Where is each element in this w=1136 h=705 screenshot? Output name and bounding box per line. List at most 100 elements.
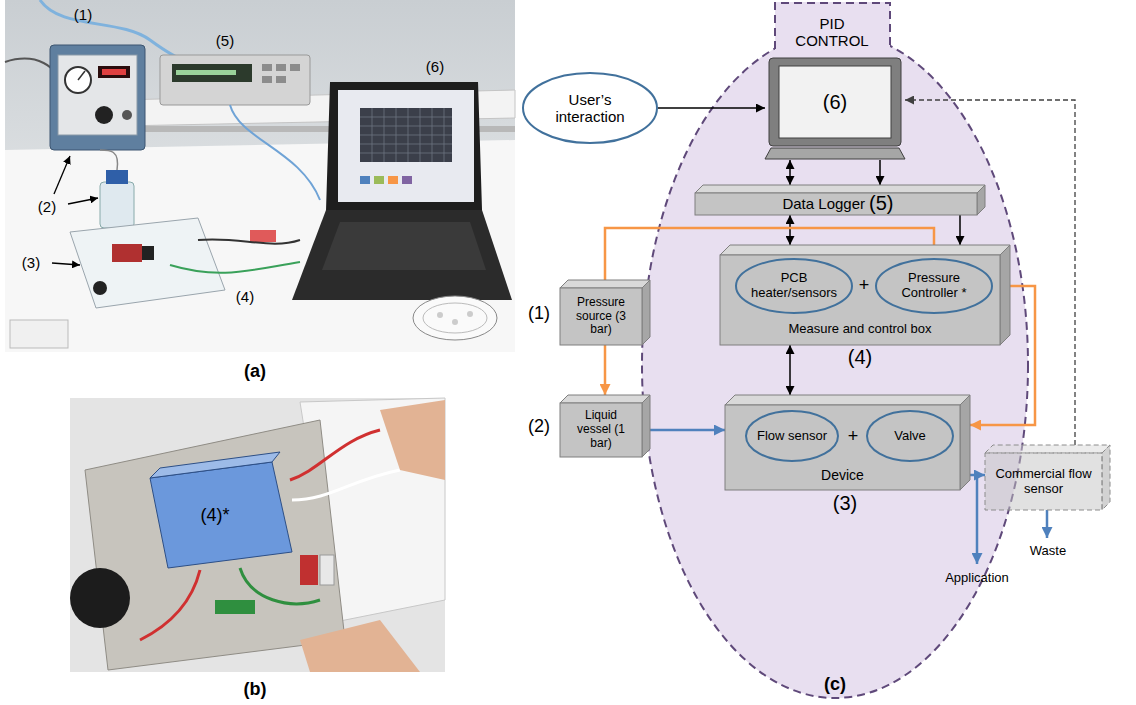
ellipse-label: Pressure Controller * <box>885 262 983 310</box>
pressure-controller-ellipse: Pressure Controller * <box>875 258 993 314</box>
box-front-face <box>725 405 960 490</box>
photo-b <box>300 620 420 672</box>
connector <box>879 160 881 185</box>
pressure-source-box: Pressure source (3 bar)(1) <box>560 280 650 345</box>
pressure-controller-photo <box>98 66 130 78</box>
petri-dish-photo <box>413 296 497 340</box>
photo-b <box>150 452 280 478</box>
callout-number: (6) <box>418 56 452 78</box>
laptop-photo <box>322 222 486 270</box>
region-heading: PID CONTROL <box>792 6 872 58</box>
outlet-label: Application <box>932 568 1022 588</box>
box-side-face <box>1000 245 1010 345</box>
data-logger-photo <box>290 64 300 71</box>
data-logger-photo <box>276 64 286 71</box>
box-label: Commercial flow sensor <box>991 457 1096 507</box>
laptop-photo <box>338 90 474 202</box>
box-label: Device <box>725 463 960 487</box>
panel-label: (c) <box>815 672 855 696</box>
waste-arrow <box>1046 510 1049 538</box>
pressure-controller-photo <box>102 69 126 75</box>
photo-a <box>10 320 68 348</box>
connector <box>789 160 791 185</box>
valve-ellipse: Valve <box>866 410 954 462</box>
callout-number: (4)* <box>185 502 245 528</box>
pressure-controller-photo <box>95 106 113 124</box>
panel-label: (a) <box>235 358 275 384</box>
box-front-face <box>985 453 1102 510</box>
box-label: Data Logger <box>715 193 865 215</box>
data-logger-photo <box>276 76 286 83</box>
ellipse-outline <box>523 73 657 143</box>
box-label: Liquid vessel (1 bar) <box>570 405 632 455</box>
ellipse-outline <box>867 411 953 461</box>
laptop-photo <box>388 176 398 184</box>
liquid-bottle-photo <box>100 182 134 228</box>
box-side-face <box>977 185 985 215</box>
outlet-label: Waste <box>1020 541 1076 561</box>
device-box-photo <box>198 239 300 243</box>
laptop-photo <box>402 176 412 184</box>
panel-label: (b) <box>235 677 275 701</box>
callout-number: (1) <box>522 300 556 326</box>
laptop-photo <box>292 210 512 300</box>
region-ellipse <box>642 32 1028 698</box>
leader-line <box>52 263 80 265</box>
flow-sensor-ellipse: Flow sensor <box>745 410 839 462</box>
measure-control-box: Measure and control box(4)PCB heater/sen… <box>720 245 1010 345</box>
callout-number: (2) <box>522 413 556 439</box>
connector <box>789 345 791 395</box>
pressure-controller-photo <box>58 55 137 135</box>
liquid-bottle-photo <box>106 170 128 184</box>
box-label: Measure and control box <box>720 315 1000 343</box>
callout-number: (5) <box>869 191 913 215</box>
liquid-bottle-photo <box>100 150 134 228</box>
photo-b <box>85 420 345 670</box>
connector <box>789 215 791 245</box>
device-box-photo <box>70 218 225 308</box>
device-box-photo <box>250 230 276 242</box>
box-top-face <box>985 445 1110 453</box>
pressure-controller-photo <box>65 67 91 93</box>
photo-b <box>70 568 130 628</box>
box-top-face <box>560 395 650 403</box>
pressure-controller-photo <box>50 45 145 150</box>
ellipse-label: Valve <box>874 414 946 458</box>
laptop-photo <box>374 176 384 184</box>
liquid-bottle-photo <box>100 150 118 170</box>
device-box-photo <box>112 244 142 262</box>
box-top-face <box>725 395 970 405</box>
laptop-screen <box>779 66 891 138</box>
callout-number: (5) <box>208 30 242 52</box>
data-logger-photo <box>160 55 320 200</box>
pressure-controller-photo <box>122 110 132 120</box>
callout-number: (4) <box>228 286 262 308</box>
data-logger-photo <box>262 64 272 71</box>
photo-b <box>70 398 445 672</box>
connector <box>658 107 765 109</box>
photo-a <box>5 0 515 352</box>
device-box-photo <box>70 218 300 308</box>
photo-b <box>150 462 292 568</box>
liquid-vessel-box: Liquid vessel (1 bar)(2) <box>560 395 650 457</box>
box-front-face <box>695 193 977 215</box>
box-side-face <box>642 395 650 457</box>
petri-dish-photo <box>437 312 443 318</box>
photo-a <box>5 0 515 352</box>
pid-control-region: PID CONTROL(6)Data Logger(5)Measure and … <box>640 2 1030 700</box>
connector <box>604 345 607 395</box>
pcb-ellipse: PCB heater/sensors <box>735 258 853 314</box>
petri-dish-photo <box>423 303 487 333</box>
callout-number: (3) <box>815 491 875 515</box>
callout-number: (4) <box>820 345 900 369</box>
pressure-controller-photo <box>78 71 85 80</box>
box-front-face <box>560 288 642 345</box>
callout-number: (2) <box>30 196 64 218</box>
petri-dish-photo <box>413 296 497 340</box>
photo-b <box>300 555 318 585</box>
laptop-photo <box>292 82 512 300</box>
device-box-photo <box>142 246 154 260</box>
connector <box>959 215 961 245</box>
box-top-face <box>720 245 1010 255</box>
box-front-face <box>720 255 1000 345</box>
